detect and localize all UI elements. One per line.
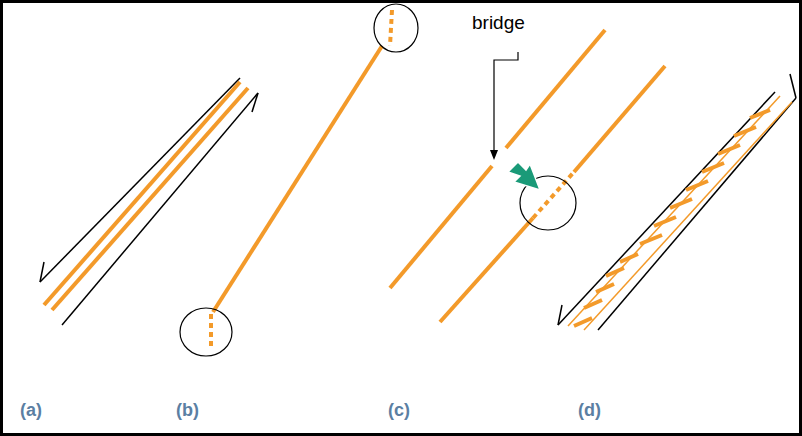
panel-label: (d) <box>578 400 601 421</box>
callout-label: bridge <box>470 12 527 34</box>
panel-label: (b) <box>176 400 199 421</box>
fault-d <box>558 74 796 330</box>
fault-b <box>180 4 418 356</box>
fault-a <box>40 78 258 325</box>
panel-label: (c) <box>388 400 410 421</box>
fault-c <box>390 30 665 322</box>
panel-label: (a) <box>20 400 42 421</box>
